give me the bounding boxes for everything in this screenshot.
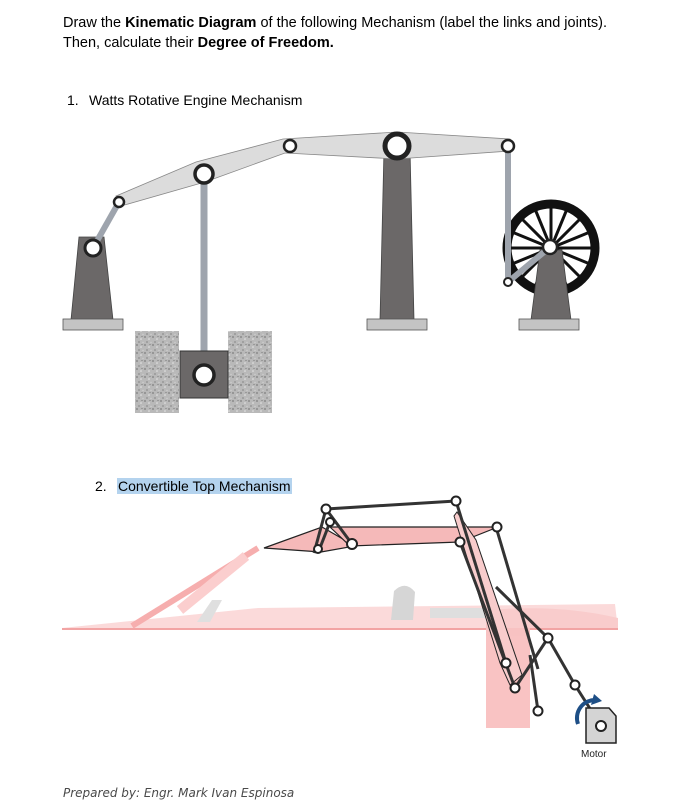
top-link xyxy=(325,499,457,511)
joint-beam-left-end xyxy=(112,195,126,209)
motor-link-a xyxy=(546,637,577,686)
center-column-base xyxy=(366,318,428,331)
problem-1-number: 1. xyxy=(67,92,79,108)
gravel-block-left xyxy=(135,331,179,413)
left-pedestal-base xyxy=(62,318,124,331)
watts-joints xyxy=(83,131,559,387)
gravel-block-right xyxy=(228,331,272,413)
joint-beam-right-end xyxy=(500,138,516,154)
rear-link-f xyxy=(528,654,540,712)
seat xyxy=(391,585,415,620)
car-body xyxy=(62,545,618,728)
problem-1-title: 1. Watts Rotative Engine Mechanism xyxy=(67,92,302,109)
instructions: Draw the Kinematic Diagram of the follow… xyxy=(63,13,623,53)
rear-top-panel xyxy=(453,511,523,686)
motor: Motor xyxy=(574,694,617,760)
front-link-c xyxy=(324,508,354,545)
rear-link-a xyxy=(454,500,508,664)
joint-crank-rod xyxy=(503,277,513,287)
right-pedestal-base xyxy=(518,318,580,331)
problem-2-number: 2. xyxy=(95,478,107,494)
instructions-bold-dof: Degree of Freedom. xyxy=(197,35,334,51)
joint-left-ground xyxy=(83,238,103,258)
instructions-bold-kinematic: Kinematic Diagram xyxy=(125,15,257,31)
motor-rotation-arrow-icon xyxy=(574,697,597,725)
instructions-prefix: Draw the xyxy=(63,15,126,31)
joint-beam-mid xyxy=(282,138,298,154)
convertible-joints xyxy=(313,495,581,717)
joint-beam-pivot xyxy=(382,131,412,161)
joint-piston xyxy=(192,363,216,387)
problem-2-title: 2. Convertible Top Mechanism xyxy=(95,478,292,495)
watts-engine-figure xyxy=(62,131,600,413)
problem-2-label: Convertible Top Mechanism xyxy=(117,478,292,494)
rear-link-e xyxy=(494,585,550,640)
flywheel-crank xyxy=(506,244,552,285)
problem-1-label: Watts Rotative Engine Mechanism xyxy=(89,92,303,108)
rear-link-b xyxy=(494,526,540,670)
joint-beam-piston xyxy=(193,163,215,185)
footer-credit: Prepared by: Engr. Mark Ivan Espinosa xyxy=(63,786,295,800)
steering-wheel xyxy=(197,600,222,622)
motor-label: Motor xyxy=(581,749,607,760)
joint-flywheel-center xyxy=(541,238,559,256)
linkage-bars xyxy=(312,499,603,727)
instructions-middle: of the following Mechanism (label the li… xyxy=(63,15,608,51)
